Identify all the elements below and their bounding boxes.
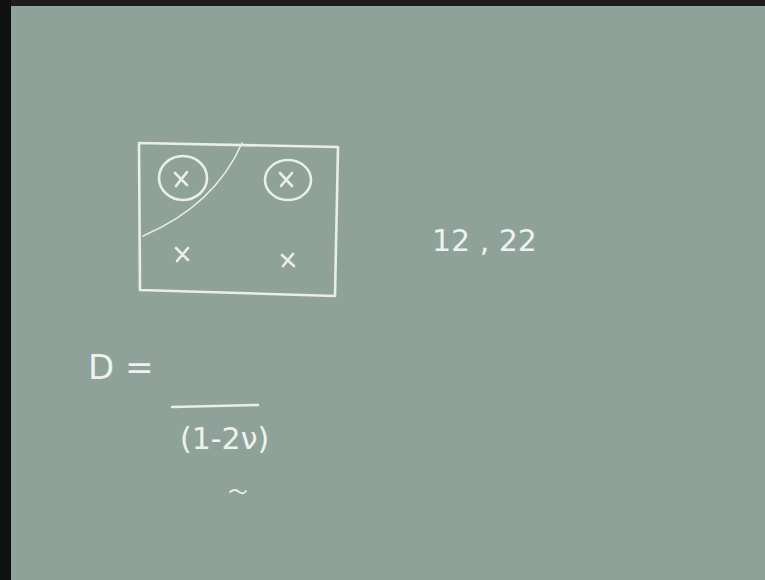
divider-curve xyxy=(143,143,242,236)
circle-mark xyxy=(265,160,311,200)
cross-mark xyxy=(175,172,187,186)
grid-box xyxy=(139,143,338,296)
board-edge xyxy=(0,0,11,580)
chalk-mark xyxy=(230,490,246,493)
chalk-label: 12 , 22 xyxy=(432,226,537,256)
board-edge xyxy=(0,0,765,6)
circle-mark xyxy=(159,156,207,200)
cross-mark xyxy=(176,248,188,261)
cross-mark xyxy=(280,173,292,186)
cross-mark xyxy=(282,254,294,266)
fraction-line xyxy=(172,405,258,407)
chalk-label: D = xyxy=(88,350,153,384)
chalk-label: (1-2ν) xyxy=(180,424,269,454)
